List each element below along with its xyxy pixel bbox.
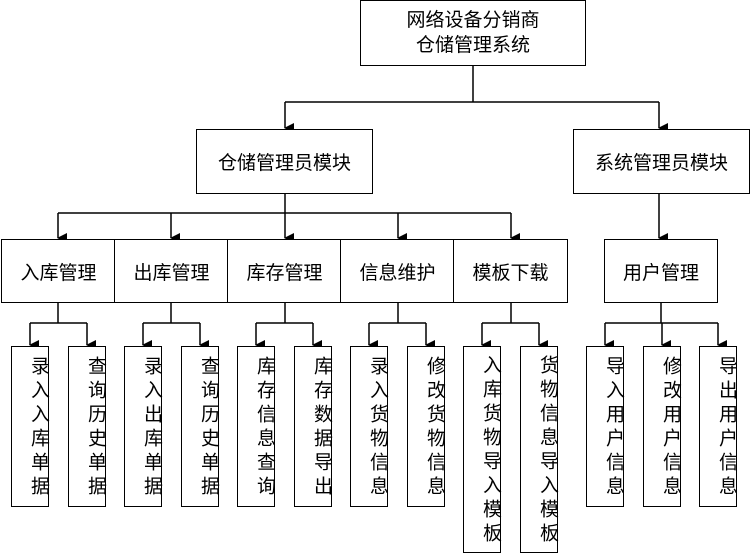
root-title-line1: 网络设备分销商 (406, 9, 540, 31)
leaf-export-user-info: 导出用户信息 (699, 346, 738, 507)
leaf-inbound-import-template: 入库货物导入模板 (463, 346, 502, 553)
leaf-enter-inbound-receipt: 录入入库单据 (11, 346, 50, 507)
leaf-enter-goods-info: 录入货物信息 (350, 346, 389, 507)
leaf-edit-goods-info: 修改货物信息 (407, 346, 446, 507)
root-title-line2: 仓储管理系统 (415, 34, 530, 56)
root-node-system-title: 网络设备分销商 仓储管理系统 (360, 0, 586, 66)
module-warehouse-admin: 仓储管理员模块 (196, 129, 373, 194)
leaf-import-user-info: 导入用户信息 (586, 346, 625, 507)
submodule-info-maintenance: 信息维护 (340, 239, 455, 303)
submodule-inventory-management: 库存管理 (227, 239, 342, 303)
submodule-inbound-management: 入库管理 (1, 239, 116, 303)
leaf-query-outbound-history: 查询历史单据 (181, 346, 220, 507)
leaf-enter-outbound-receipt: 录入出库单据 (124, 346, 163, 507)
leaf-inventory-query: 库存信息查询 (237, 346, 276, 507)
module-system-admin: 系统管理员模块 (573, 129, 750, 194)
leaf-inventory-export: 库存数据导出 (294, 346, 333, 507)
leaf-query-inbound-history: 查询历史单据 (68, 346, 107, 507)
leaf-goods-import-template: 货物信息导入模板 (520, 346, 559, 553)
submodule-outbound-management: 出库管理 (114, 239, 229, 303)
submodule-template-download: 模板下载 (453, 239, 568, 303)
submodule-user-management: 用户管理 (604, 239, 718, 303)
leaf-edit-user-info: 修改用户信息 (643, 346, 682, 507)
